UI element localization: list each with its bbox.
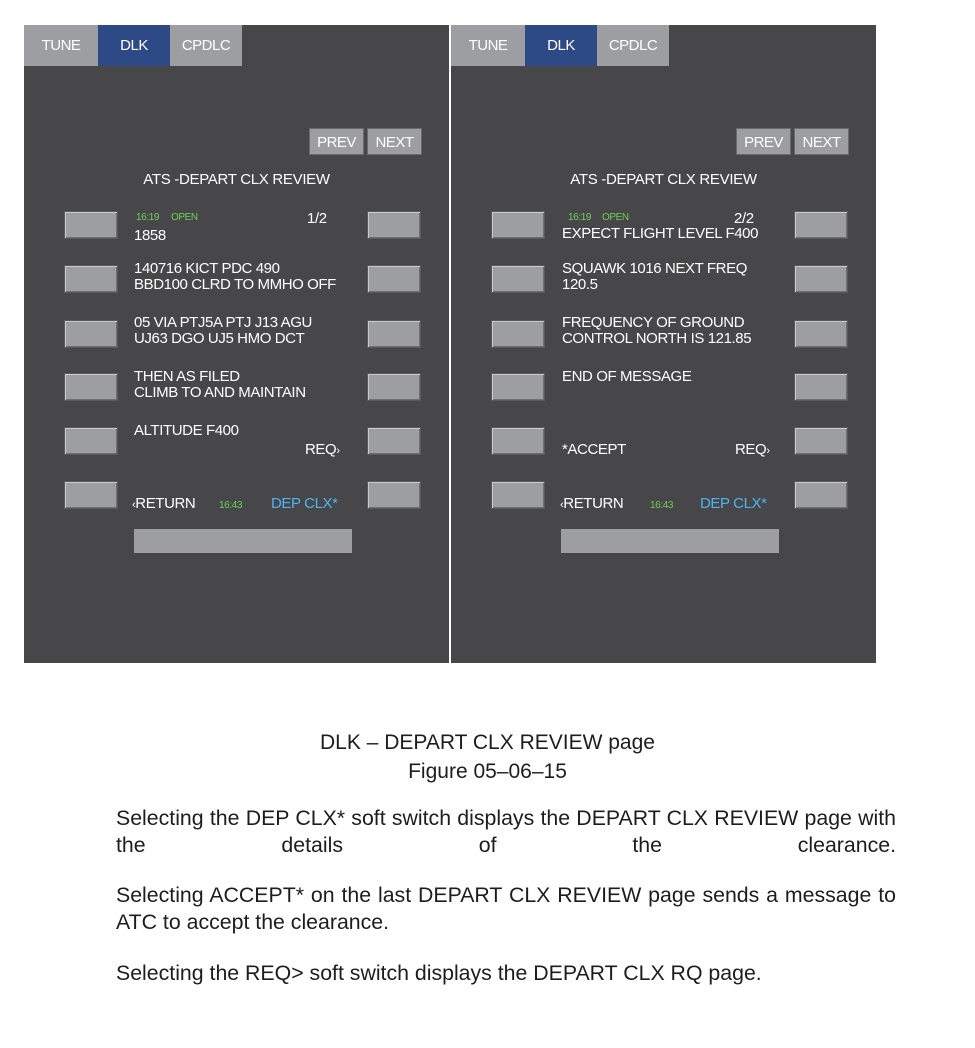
message-status: OPEN — [171, 212, 198, 223]
body-paragraph: Selecting the REQ> soft switch displays … — [116, 961, 762, 985]
scratchpad[interactable] — [134, 529, 352, 553]
figure-caption-title: DLK – DEPART CLX REVIEW page — [320, 731, 655, 754]
right-caret-icon: › — [336, 445, 340, 457]
line-select-key-r4[interactable] — [367, 373, 421, 401]
line-select-key-l1[interactable] — [64, 211, 118, 239]
line-select-key-r2[interactable] — [794, 265, 848, 293]
line-select-key-r2[interactable] — [367, 265, 421, 293]
req-softkey[interactable]: REQ› — [735, 442, 770, 459]
message-line: THEN AS FILED — [134, 368, 240, 385]
line-select-key-r3[interactable] — [794, 320, 848, 348]
panel-divider — [449, 25, 451, 663]
message-line: ALTITUDE F400 — [134, 422, 239, 439]
display-panel-right: TUNE DLK CPDLC PREV NEXT ATS -DEPART CLX… — [451, 25, 876, 663]
dep-clx-softkey[interactable]: DEP CLX* — [700, 495, 767, 512]
line-select-key-r4[interactable] — [794, 373, 848, 401]
page-title: ATS -DEPART CLX REVIEW — [143, 171, 330, 188]
line-select-key-l6[interactable] — [64, 481, 118, 509]
next-button[interactable]: NEXT — [367, 128, 422, 155]
line-select-key-l3[interactable] — [64, 320, 118, 348]
scratchpad[interactable] — [561, 529, 779, 553]
tab-cpdlc[interactable]: CPDLC — [170, 25, 242, 66]
line-select-key-l6[interactable] — [491, 481, 545, 509]
tab-dlk[interactable]: DLK — [98, 25, 170, 66]
message-time: 16:19 — [568, 212, 592, 223]
line-select-key-r5[interactable] — [794, 427, 848, 455]
message-line: FREQUENCY OF GROUND — [562, 314, 745, 331]
dep-clx-softkey[interactable]: DEP CLX* — [271, 495, 338, 512]
tab-tune[interactable]: TUNE — [451, 25, 525, 66]
req-label: REQ — [305, 441, 337, 458]
line-select-key-r3[interactable] — [367, 320, 421, 348]
message-line: 1858 — [134, 227, 166, 244]
tab-cpdlc[interactable]: CPDLC — [597, 25, 669, 66]
message-line: 120.5 — [562, 276, 598, 293]
tab-tune[interactable]: TUNE — [24, 25, 98, 66]
line-select-key-l4[interactable] — [64, 373, 118, 401]
right-caret-icon: › — [766, 445, 770, 457]
return-label: RETURN — [135, 495, 196, 512]
line-select-key-l1[interactable] — [491, 211, 545, 239]
body-paragraph: Selecting ACCEPT* on the last DEPART CLX… — [116, 883, 896, 934]
message-line: EXPECT FLIGHT LEVEL F400 — [562, 225, 759, 242]
return-time: 16:43 — [650, 500, 674, 511]
display-panel-left: TUNE DLK CPDLC PREV NEXT ATS -DEPART CLX… — [24, 25, 449, 663]
message-line: 05 VIA PTJ5A PTJ J13 AGU — [134, 314, 312, 331]
body-paragraph: Selecting the DEP CLX* soft switch displ… — [116, 806, 896, 857]
line-select-key-r1[interactable] — [367, 211, 421, 239]
left-caret-icon: ‹ — [132, 499, 136, 511]
line-select-key-r1[interactable] — [794, 211, 848, 239]
message-line: CLIMB TO AND MAINTAIN — [134, 384, 306, 401]
message-status: OPEN — [602, 212, 629, 223]
left-caret-icon: ‹ — [560, 499, 564, 511]
line-select-key-l2[interactable] — [491, 265, 545, 293]
line-select-key-l3[interactable] — [491, 320, 545, 348]
line-select-key-l4[interactable] — [491, 373, 545, 401]
line-select-key-l5[interactable] — [491, 427, 545, 455]
page-number: 1/2 — [307, 210, 327, 227]
accept-softkey[interactable]: *ACCEPT — [562, 441, 626, 458]
message-line: END OF MESSAGE — [562, 368, 692, 385]
return-softkey[interactable]: ‹RETURN — [560, 495, 624, 513]
next-button[interactable]: NEXT — [794, 128, 849, 155]
return-time: 16:43 — [219, 500, 243, 511]
req-softkey[interactable]: REQ› — [305, 442, 340, 459]
line-select-key-l2[interactable] — [64, 265, 118, 293]
figure-caption-number: Figure 05–06–15 — [408, 760, 567, 783]
return-label: RETURN — [563, 495, 624, 512]
line-select-key-r6[interactable] — [367, 481, 421, 509]
message-line: CONTROL NORTH IS 121.85 — [562, 330, 752, 347]
return-softkey[interactable]: ‹RETURN — [132, 495, 196, 513]
message-line: SQUAWK 1016 NEXT FREQ — [562, 260, 747, 277]
tab-dlk[interactable]: DLK — [525, 25, 597, 66]
page-title: ATS -DEPART CLX REVIEW — [570, 171, 757, 188]
line-select-key-r6[interactable] — [794, 481, 848, 509]
line-select-key-l5[interactable] — [64, 427, 118, 455]
prev-button[interactable]: PREV — [736, 128, 791, 155]
line-select-key-r5[interactable] — [367, 427, 421, 455]
message-line: BBD100 CLRD TO MMHO OFF — [134, 276, 336, 293]
page-number: 2/2 — [734, 210, 754, 227]
prev-button[interactable]: PREV — [309, 128, 364, 155]
message-line: 140716 KICT PDC 490 — [134, 260, 280, 277]
req-label: REQ — [735, 441, 767, 458]
message-time: 16:19 — [136, 212, 160, 223]
message-line: UJ63 DGO UJ5 HMO DCT — [134, 330, 305, 347]
